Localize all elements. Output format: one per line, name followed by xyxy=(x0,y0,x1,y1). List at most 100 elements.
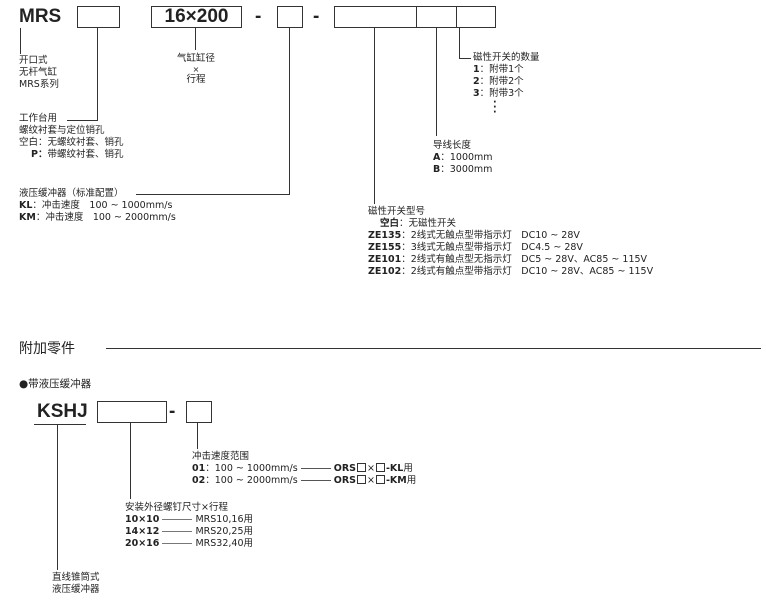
switch-qty-text: ：附带2个 xyxy=(479,76,524,87)
kshj-code: ORS xyxy=(333,463,356,474)
kshj-speed-key: 01 xyxy=(192,463,206,474)
leader-shock-h xyxy=(136,194,290,195)
size-note-line: × xyxy=(192,65,200,74)
switch-type-text: ：2线式有触点型带指示灯 DC10 ~ 28V、AC85 ~ 115V xyxy=(401,266,654,277)
leader-table xyxy=(97,28,98,120)
kshj-mount-text: MRS20,25用 xyxy=(195,526,253,537)
series-note-line: MRS系列 xyxy=(19,79,59,90)
placeholder-square xyxy=(375,463,385,472)
kshj-mount-row: 20×16 MRS32,40用 xyxy=(125,538,253,550)
kshj-suffix: -KM xyxy=(385,475,407,486)
table-note-subtitle: 螺纹衬套与定位销孔 xyxy=(19,125,105,136)
kshj-mount-key: 20×16 xyxy=(125,538,160,549)
kshj-speed-note: 冲击速度范围 01：100 ~ 1000mm/s ORS × -KL用 02：100… xyxy=(192,451,416,487)
more-dots: ··· xyxy=(493,97,497,118)
switch-type-note: 磁性开关型号 空白：无磁性开关 ZE135：2线式无触点型带指示灯 DC10 ~… xyxy=(368,206,653,278)
shock-row-key: KL xyxy=(19,200,33,211)
kshj-code: ORS xyxy=(333,475,356,486)
times-symbol: × xyxy=(367,463,375,474)
switch-qty-text: ：附带1个 xyxy=(479,64,524,75)
table-note: 工作台用 螺纹衬套与定位销孔 空白：无螺纹衬套、销孔 P：带螺纹衬套、销孔 xyxy=(19,113,124,161)
switch-type-row: ZE135：2线式无触点型带指示灯 DC10 ~ 28V xyxy=(368,230,653,242)
table-row-text: 带螺纹衬套、销孔 xyxy=(47,149,124,160)
switch-qty-text: ：附带3个 xyxy=(479,88,524,99)
kshj-speed-text: ：100 ~ 1000mm/s xyxy=(205,463,298,474)
kshj-speed-box xyxy=(186,401,212,423)
kshj-type-note: 直线锥筒式 液压缓冲器 xyxy=(52,572,100,596)
leader-table-h xyxy=(67,120,98,121)
switch-qty-key: 2 xyxy=(473,76,480,87)
kshj-size-box xyxy=(97,401,167,423)
leader-switch-type xyxy=(374,28,375,204)
kshj-prefix: KSHJ xyxy=(37,401,88,422)
switch-type-key: ZE155 xyxy=(368,242,402,253)
model-prefix: MRS xyxy=(19,6,62,27)
kshj-speed-row: 01：100 ~ 1000mm/s ORS × -KL用 xyxy=(192,463,416,475)
kshj-mount-row: 14×12 MRS20,25用 xyxy=(125,526,253,538)
leader-kshj-speed xyxy=(197,423,198,449)
size-note: 气缸缸径 × 行程 xyxy=(174,53,218,86)
placeholder-square xyxy=(357,475,366,484)
shock-note-title: 液压缓冲器（标准配置） xyxy=(19,188,124,199)
size-box: 16×200 xyxy=(151,6,242,28)
table-row: 空白：无螺纹衬套、销孔 xyxy=(19,137,124,149)
lead-note: 导线长度 A：1000mm B：3000mm xyxy=(433,140,493,176)
kshj-speed-key: 02 xyxy=(192,475,206,486)
leader-qty xyxy=(459,28,460,58)
leader-lead xyxy=(436,28,437,136)
lead-title: 导线长度 xyxy=(433,140,472,151)
option-box-lead xyxy=(416,6,458,28)
kshj-mount-row: 10×10 MRS10,16用 xyxy=(125,514,253,526)
dash-line xyxy=(162,543,193,544)
switch-type-row: ZE101：2线式有触点型无指示灯 DC5 ~ 28V、AC85 ~ 115V xyxy=(368,254,653,266)
switch-type-row: ZE155：3线式无触点型带指示灯 DC4.5 ~ 28V xyxy=(368,242,653,254)
switch-qty-title: 磁性开关的数量 xyxy=(473,52,540,63)
dash-line xyxy=(162,531,193,532)
table-row-key: P： xyxy=(31,149,48,160)
option-box-switch-qty xyxy=(456,6,496,28)
switch-type-row: 空白：无磁性开关 xyxy=(368,218,653,230)
kshj-speed-text: ：100 ~ 2000mm/s xyxy=(205,475,298,486)
switch-type-key: 空白 xyxy=(380,218,400,229)
leader-kshj-type xyxy=(57,425,58,570)
leader-shock xyxy=(289,28,290,194)
switch-qty-row: 1：附带1个 xyxy=(473,64,540,76)
lead-row: A：1000mm xyxy=(433,152,493,164)
option-box-shock xyxy=(277,6,303,28)
placeholder-square xyxy=(357,463,366,472)
switch-type-text: ：3线式无触点型带指示灯 DC4.5 ~ 28V xyxy=(401,242,583,253)
switch-type-row: ZE102：2线式有触点型带指示灯 DC10 ~ 28V、AC85 ~ 115V xyxy=(368,266,653,278)
shock-note: 液压缓冲器（标准配置） KL：冲击速度 100 ~ 1000mm/s KM：冲击… xyxy=(19,188,176,224)
kshj-underline xyxy=(34,424,86,425)
switch-qty-row: 3：附带3个 xyxy=(473,88,540,100)
kshj-speed-title: 冲击速度范围 xyxy=(192,451,250,462)
sub-title: ●带液压缓冲器 xyxy=(19,378,92,390)
dash-line xyxy=(162,519,193,520)
kshj-use: 用 xyxy=(403,463,413,474)
shock-row-text: ：冲击速度 100 ~ 2000mm/s xyxy=(35,212,176,223)
shock-row-key: KM xyxy=(19,212,36,223)
switch-type-key: ZE102 xyxy=(368,266,402,277)
leader-qty-h xyxy=(459,58,471,59)
series-note-line: 无杆气缸 xyxy=(19,67,58,78)
shock-row-text: ：冲击速度 100 ~ 1000mm/s xyxy=(32,200,173,211)
option-box-switch-type xyxy=(334,6,418,28)
times-symbol: × xyxy=(367,475,375,486)
leader-series xyxy=(20,28,21,54)
kshj-mount-title: 安装外径螺钉尺寸×行程 xyxy=(125,502,228,513)
kshj-dash: - xyxy=(169,401,176,422)
lead-row: B：3000mm xyxy=(433,164,493,176)
switch-type-key: ZE135 xyxy=(368,230,402,241)
switch-qty-key: 3 xyxy=(473,88,480,99)
lead-text: ：1000mm xyxy=(440,152,493,163)
size-note-line: 行程 xyxy=(186,74,206,85)
shock-row: KL：冲击速度 100 ~ 1000mm/s xyxy=(19,200,176,212)
option-box-table xyxy=(77,6,120,28)
table-note-title: 工作台用 xyxy=(19,113,58,124)
switch-type-text: ：2线式无触点型带指示灯 DC10 ~ 28V xyxy=(401,230,580,241)
table-row-text: 无螺纹衬套、销孔 xyxy=(47,137,124,148)
lead-key: A xyxy=(433,152,441,163)
lead-key: B xyxy=(433,164,441,175)
section-rule xyxy=(106,348,761,349)
kshj-suffix: -KL xyxy=(385,463,404,474)
